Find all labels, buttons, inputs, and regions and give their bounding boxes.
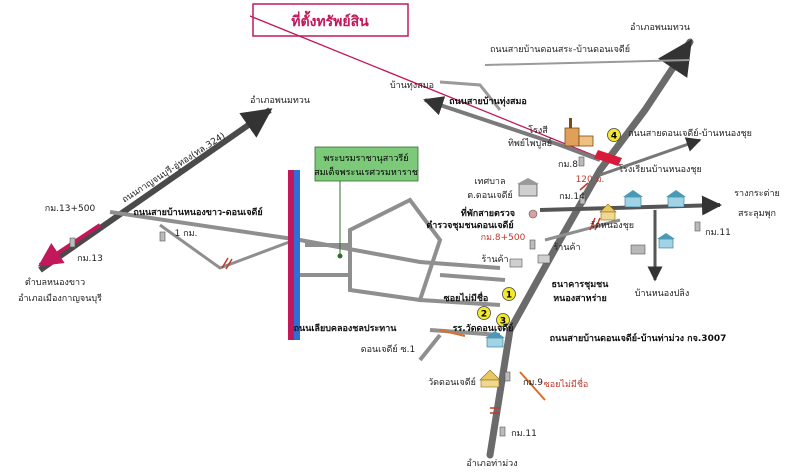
label-km8-500: กม.8+500 xyxy=(481,233,526,243)
main-highway xyxy=(486,38,694,459)
marker-2: 2 xyxy=(477,306,491,320)
svg-text:2: 2 xyxy=(481,310,487,320)
title-box: ที่ตั้งทรัพย์สิน xyxy=(252,3,409,37)
map-title: ที่ตั้งทรัพย์สิน xyxy=(291,10,369,30)
road-don-sa xyxy=(484,59,691,66)
label-road-don-sa: ถนนสายบ้านดอนสระ-บ้านดอนเจดีย์ xyxy=(490,43,630,55)
label-soi-mai-mi-chue-2: ซอยไม่มีชื่อ xyxy=(544,377,589,390)
label-road-kanchanaburi: ถนนกาญจนบุรี-อู่ทอง(ทล.324) xyxy=(120,130,227,205)
label-amphoe-mueang: อำเภอเมืองกาญจนบุรี xyxy=(18,293,102,304)
svg-text:4: 4 xyxy=(611,132,617,142)
bridge-marks xyxy=(221,182,601,414)
road-nong-chui-north xyxy=(599,137,702,177)
road-thung-samo xyxy=(423,96,601,162)
road-nong-chui-mid xyxy=(544,218,621,242)
bank-icon xyxy=(630,244,646,255)
label-wat-don-chedi: วัดดอนเจดีย์ xyxy=(428,376,476,388)
ban-nong-pling-house-icon xyxy=(657,233,675,249)
label-km13-500: กม.13+500 xyxy=(45,204,96,214)
svg-text:3: 3 xyxy=(500,317,506,327)
label-bank-2: หนองสาหร่าย xyxy=(553,293,607,304)
label-ban-nong-pling: บ้านหนองปลิง xyxy=(635,288,689,299)
km-post-icons xyxy=(69,156,701,437)
title-pointer-line xyxy=(249,15,606,161)
school-nong-chui-icon xyxy=(623,190,686,208)
label-road-canal: ถนนเลียบคลองชลประทาน xyxy=(294,323,398,334)
label-rang-kradai: รางกระต่าย xyxy=(734,189,780,199)
label-wat-nong-chui: วัดหนองชุย xyxy=(590,221,634,231)
label-amphoe-phanom-thuan-top: อำเภอพนมทวน xyxy=(630,22,690,33)
label-road-tha-muang: ถนนสายบ้านดอนเจดีย์-บ้านท่าม่วง กจ.3007 xyxy=(550,332,727,344)
label-km13: กม.13 xyxy=(77,254,103,264)
road-thung-samo-north xyxy=(439,80,502,111)
label-km1: 1 กม. xyxy=(175,229,198,239)
road-nong-chui xyxy=(539,195,722,216)
label-school-wat: รร.วัดดอนเจดีย์ xyxy=(453,322,514,334)
label-km8: กม.8 xyxy=(558,160,578,170)
property-area xyxy=(594,150,622,166)
marker-3: 3 xyxy=(496,313,510,327)
label-ban-thung-samo: บ้านทุ่งสมอ xyxy=(390,80,434,91)
marker-1: 1 xyxy=(502,287,516,301)
wat-don-chedi-icon xyxy=(479,369,501,388)
label-thetsaban-1: เทศบาล xyxy=(474,177,505,187)
label-bank-1: ธนาคารชุมชน xyxy=(552,280,610,290)
soi-orange-2 xyxy=(519,371,546,401)
label-factory-name: ทิพย์ไพบูลย์ xyxy=(508,137,552,149)
label-tambon-nong-khao: ตำบลหนองขาว xyxy=(25,277,85,288)
police-icon xyxy=(528,209,538,219)
label-km11-bottom: กม.11 xyxy=(511,429,537,439)
label-police-1: ที่พักสายตรวจ xyxy=(461,206,515,219)
svg-text:พระบรมราชานุสาวรีย์: พระบรมราชานุสาวรีย์ xyxy=(324,152,409,164)
label-thetsaban-2: ต.ดอนเจดีย์ xyxy=(467,189,513,201)
monument-label-box: พระบรมราชานุสาวรีย์ สมเด็จพระนเรศวรมหารา… xyxy=(314,146,419,182)
label-shop-2: ร้านค้า xyxy=(481,254,508,265)
label-police-2: ตำรวจชุมชนดอนเจดีย์ xyxy=(426,219,513,231)
label-shop-1: ร้านค้า xyxy=(553,242,580,253)
label-factory: โรงสี xyxy=(528,125,548,136)
soi-orange-1 xyxy=(439,329,466,337)
factory-icon xyxy=(564,118,594,147)
shop-icons xyxy=(509,254,551,268)
school-wat-icon xyxy=(485,331,505,348)
label-amphoe-phanom-thuan-left: อำเภอพนมทวน xyxy=(250,95,310,106)
thetsaban-building-icon xyxy=(517,178,539,197)
label-sa-lum-phuk: สระลุมพุก xyxy=(738,209,776,219)
svg-text:สมเด็จพระนเรศวรมหาราช: สมเด็จพระนเรศวรมหาราช xyxy=(314,165,418,178)
label-road-thung-samo: ถนนสายบ้านทุ่งสมอ xyxy=(449,96,527,107)
label-km11-right: กม.11 xyxy=(705,228,731,238)
label-amphoe-tha-muang: อำเภอท่าม่วง xyxy=(466,458,517,469)
label-km9: กม.9 xyxy=(523,378,543,388)
label-don-chedi-soi1: ดอนเจดีย์ ซ.1 xyxy=(361,343,415,355)
label-dist-120m: 120 ม. xyxy=(576,175,605,185)
label-road-nong-khao: ถนนสายบ้านหนองขาว-ดอนเจดีย์ xyxy=(133,206,262,218)
marker-4: 4 xyxy=(607,128,621,142)
label-soi-mai-mi-chue-1: ซอยไม่มีชื่อ xyxy=(444,291,489,304)
irrigation-canal xyxy=(288,170,300,340)
label-km14: กม.14 xyxy=(559,192,585,202)
road-nong-khao-branch xyxy=(159,223,301,270)
town-roads xyxy=(300,197,506,362)
label-school-nong-chui: โรงเรียนบ้านหนองชุย xyxy=(618,164,702,175)
label-road-nong-chui: ถนนสายดอนเจดีย์-บ้านหนองชุย xyxy=(628,127,752,139)
wat-nong-chui-icon xyxy=(599,203,617,221)
monument-dot xyxy=(337,253,343,259)
svg-text:1: 1 xyxy=(506,291,512,301)
road-nong-khao xyxy=(109,210,501,270)
